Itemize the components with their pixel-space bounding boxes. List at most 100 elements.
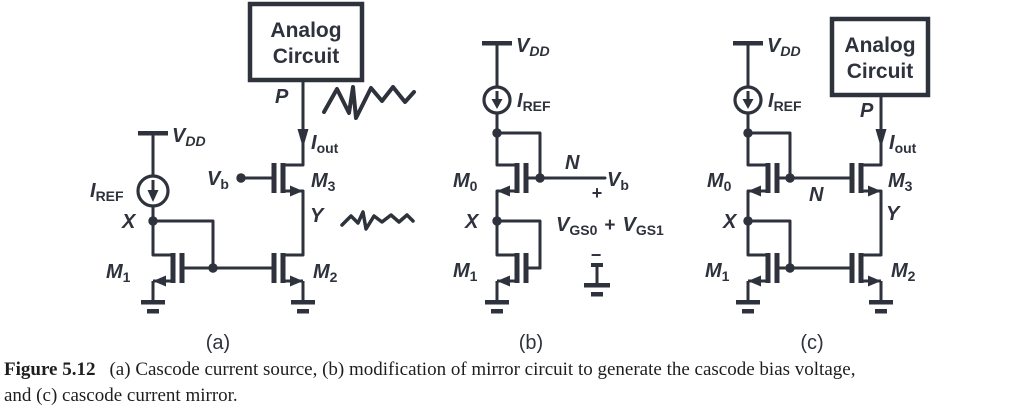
source-circle bbox=[482, 85, 512, 115]
reference-ground-b bbox=[584, 263, 610, 297]
analog-box-text-c-line2: Circuit bbox=[847, 60, 914, 83]
figure-caption: Figure 5.12(a) Cascode current source, (… bbox=[4, 357, 1014, 409]
analog-circuit-box-c bbox=[829, 16, 931, 98]
arrowhead bbox=[875, 129, 887, 148]
schematic-canvas: VDD IREF X M1 M2 M3 Vb P Iout Y Analog C… bbox=[90, 1, 931, 354]
junction-dot bbox=[208, 263, 218, 273]
subfigure-label-b: (b) bbox=[519, 332, 543, 354]
current-source-iref-b bbox=[482, 85, 512, 115]
ground-bar-2 bbox=[591, 292, 603, 297]
label-m2-a: M2 bbox=[313, 261, 338, 285]
wire bbox=[495, 131, 542, 180]
plus-sign-b: + bbox=[592, 183, 603, 203]
label-node-y-a: Y bbox=[310, 205, 325, 227]
arrowhead bbox=[748, 275, 761, 287]
label-m1-c: M1 bbox=[705, 260, 730, 284]
mosfet-m2-c bbox=[849, 253, 881, 287]
label-vdd-b: VDD bbox=[516, 35, 550, 59]
arrowhead bbox=[491, 99, 503, 109]
junction-dot bbox=[535, 173, 545, 183]
label-m3-c: M3 bbox=[888, 170, 913, 194]
junction-dot bbox=[148, 216, 158, 226]
vdd-rail bbox=[733, 41, 763, 46]
label-iout-c: Iout bbox=[889, 132, 917, 156]
arrowhead bbox=[153, 275, 166, 287]
ground-bar-2 bbox=[491, 309, 503, 314]
mosfet-m0-b bbox=[497, 163, 529, 197]
channel-bar bbox=[765, 253, 771, 283]
junction-dot bbox=[785, 263, 795, 273]
channel-bar bbox=[858, 253, 864, 283]
label-m3-a: M3 bbox=[311, 170, 336, 194]
label-node-x-c: X bbox=[722, 211, 738, 233]
ground-bar-1 bbox=[869, 300, 893, 305]
gate-bar bbox=[271, 163, 277, 193]
junction-dot bbox=[492, 128, 502, 138]
junction-dot bbox=[743, 216, 753, 226]
label-node-p-c: P bbox=[860, 100, 874, 122]
label-node-x-b: X bbox=[464, 211, 480, 233]
arrowhead bbox=[290, 275, 303, 287]
label-vdd-a: VDD bbox=[172, 125, 206, 149]
label-vdd-c: VDD bbox=[767, 35, 801, 59]
mosfet-m0-c bbox=[748, 163, 780, 197]
current-source-iref-a bbox=[136, 174, 170, 208]
mosfet-m3-a bbox=[271, 163, 303, 197]
arrowhead bbox=[868, 185, 881, 197]
label-vb-a: Vb bbox=[207, 168, 229, 192]
ground-symbol bbox=[291, 281, 315, 314]
mosfet-m1-c bbox=[748, 253, 780, 287]
junction-dot bbox=[492, 216, 502, 226]
label-iref-b: IREF bbox=[517, 90, 551, 114]
label-node-n-b: N bbox=[565, 152, 580, 174]
ground-bar-2 bbox=[297, 309, 309, 314]
ground-symbol bbox=[869, 281, 893, 314]
ground-bar-1 bbox=[485, 300, 509, 305]
ground-bar-1 bbox=[291, 300, 315, 305]
label-m2-c: M2 bbox=[891, 260, 916, 284]
figure-caption-line2: and (c) cascode current mirror. bbox=[4, 385, 238, 406]
label-node-p-a: P bbox=[275, 86, 289, 108]
gate-bar bbox=[774, 253, 780, 283]
label-vb-b: Vb bbox=[607, 169, 629, 193]
gate-bar bbox=[849, 253, 855, 283]
ground-bar-2 bbox=[147, 309, 159, 314]
schematic-graphics bbox=[136, 1, 931, 314]
channel-bar bbox=[514, 163, 520, 193]
label-m0-b: M0 bbox=[453, 170, 478, 194]
analog-circuit-box-a bbox=[247, 1, 365, 83]
mosfet-m1-b bbox=[497, 253, 529, 287]
analog-box-text-c-line1: Analog bbox=[844, 34, 915, 57]
gate-bar bbox=[523, 253, 529, 283]
channel-bar bbox=[514, 253, 520, 283]
vdd-rail bbox=[138, 131, 168, 136]
iout-current-arrow bbox=[297, 129, 309, 148]
wire bbox=[495, 219, 542, 270]
minus-sign-b: − bbox=[591, 245, 602, 265]
ground-symbol bbox=[485, 281, 509, 314]
ground-bar-1 bbox=[141, 300, 165, 305]
mosfet-m2-a bbox=[271, 253, 303, 287]
figure-caption-line1: Figure 5.12(a) Cascode current source, (… bbox=[4, 359, 856, 380]
figure-number: Figure 5.12 bbox=[4, 359, 96, 380]
channel-bar bbox=[170, 253, 176, 283]
arrowhead bbox=[297, 129, 309, 148]
analog-box-text-a-line1: Analog bbox=[270, 19, 341, 42]
iout-current-arrow bbox=[875, 129, 887, 148]
source-circle bbox=[733, 85, 763, 115]
channel-bar bbox=[765, 163, 771, 193]
gate-bar bbox=[849, 163, 855, 193]
ground-bar-1 bbox=[584, 283, 610, 288]
channel-bar bbox=[280, 163, 286, 193]
channel-bar bbox=[280, 253, 286, 283]
junction-dot bbox=[236, 173, 246, 183]
channel-bar bbox=[858, 163, 864, 193]
arrowhead bbox=[497, 275, 510, 287]
gate-bar bbox=[523, 163, 529, 193]
junction-dot bbox=[785, 173, 795, 183]
label-iout-a: Iout bbox=[311, 132, 339, 156]
arrowhead bbox=[868, 275, 881, 287]
label-iref-a: IREF bbox=[90, 180, 124, 204]
gate-bar bbox=[179, 253, 185, 283]
analog-box-text-a-line2: Circuit bbox=[273, 45, 340, 68]
